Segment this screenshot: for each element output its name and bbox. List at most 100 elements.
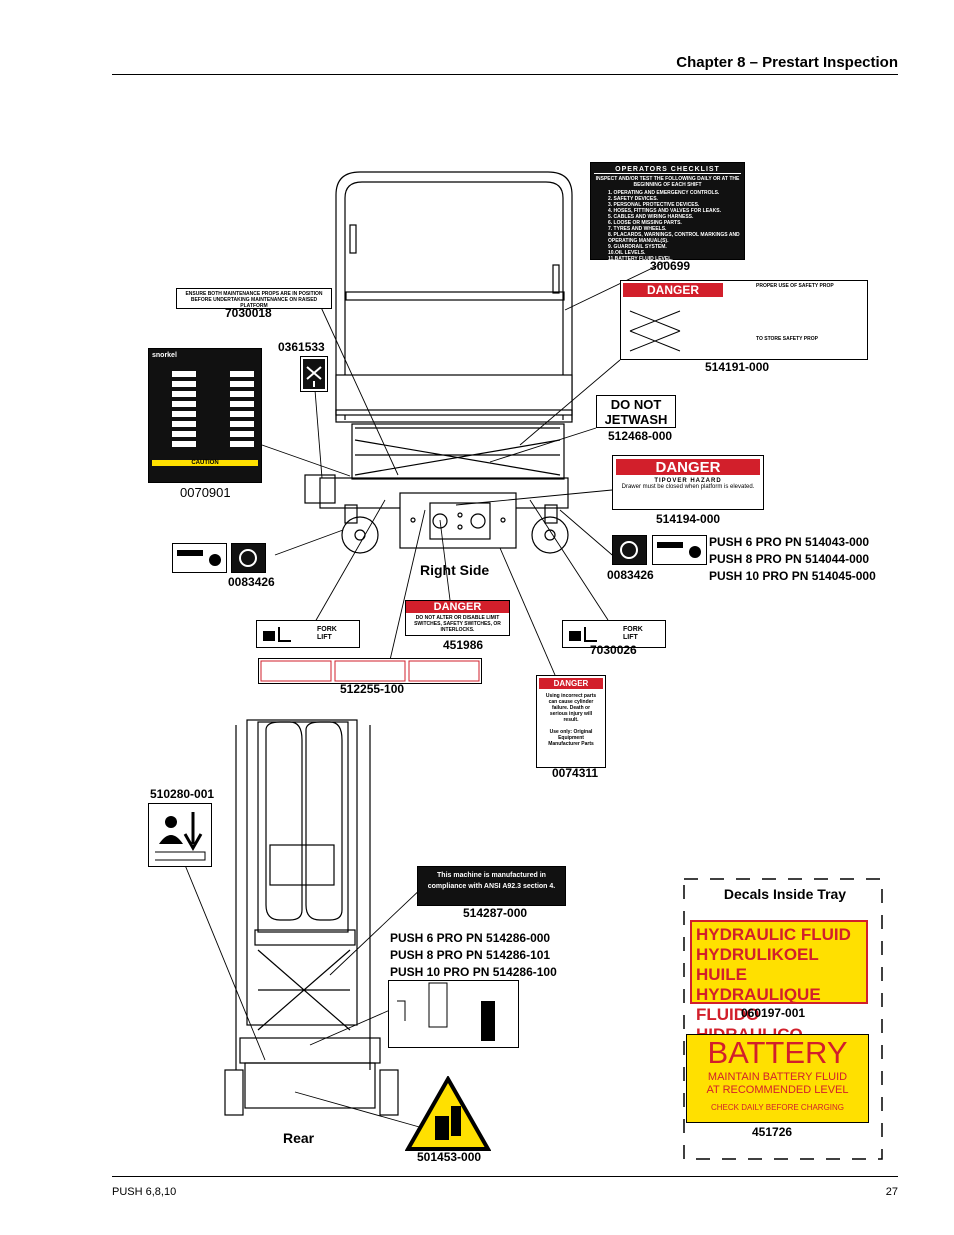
jetwash-line1: DO NOT [610,397,662,412]
wheel-warning-icon [620,541,638,559]
header-rule [112,74,898,75]
pn-514191-000: 514191-000 [705,360,770,374]
right-side-label: Right Side [420,562,490,578]
checklist-item: 6. LOOSE OR MISSING PARTS. [608,220,682,226]
serial-caution: CAUTION [152,460,258,466]
ratings-panels [260,660,480,682]
footer-rule [112,1176,898,1177]
rear-label: Rear [283,1130,315,1146]
pn-501453-000: 501453-000 [417,1150,482,1164]
parts-text-1: Using incorrect parts can cause cylinder… [545,693,597,723]
checklist-title: OPERATORS CHECKLIST [594,166,741,174]
pn-0361533: 0361533 [278,340,325,354]
pn-514194-000: 514194-000 [656,512,721,526]
pn-514287-000: 514287-000 [463,906,528,920]
tipover-title: TIPOVER HAZARD [654,478,722,484]
checklist-item: 8. PLACARDS, WARNINGS, CONTROL MARKINGS … [608,232,740,244]
tipover-danger: DANGER [616,459,760,476]
maintenance-props-text: ENSURE BOTH MAINTENANCE PROPS ARE IN POS… [185,291,323,309]
wheel-load-right-decal [652,535,707,565]
tray-label: Decals Inside Tray [723,886,847,902]
foot-crush-warning-icon [405,1076,491,1151]
wheel-load-right-icon-decal [612,535,647,565]
maintenance-props-decal: ENSURE BOTH MAINTENANCE PROPS ARE IN POS… [176,288,332,309]
checklist-item: 7. TYRES AND WHEELS. [608,226,667,232]
scissor-prop-illustration-icon [629,310,681,352]
pn-451986: 451986 [443,638,484,652]
tray-outline [683,878,883,1160]
fork-lift-right-text: FORK LIFT [623,626,643,641]
wheel-load-icon [657,542,701,558]
checklist-item: 4. HOSES, FITTINGS AND VALVES FOR LEAKS. [608,208,721,214]
battery-decal: BATTERY MAINTAIN BATTERY FLUID AT RECOMM… [686,1034,869,1123]
scissor-prop-icon [303,359,325,389]
parts-decal: DANGER Using incorrect parts can cause c… [536,675,606,768]
fork-lift-left-text: FORK LIFT [317,626,337,641]
wheel-load-pn-8: PUSH 8 PRO PN 514044-000 [709,552,870,566]
battery-title: BATTERY [707,1035,848,1070]
fork-lift-left-decal: FORK LIFT [256,620,360,648]
fork-lift-right-decal: FORK LIFT [562,620,666,648]
capacity-pn-8: PUSH 8 PRO PN 514286-101 [390,948,551,962]
checklist-subtitle: INSPECT AND/OR TEST THE FOLLOWING DAILY … [595,176,740,188]
checklist-item: 9. GUARDRAIL SYSTEM. [608,244,667,250]
wheel-load-pn-6: PUSH 6 PRO PN 514043-000 [709,535,870,549]
wheel-load-left-icon-decal [231,543,266,573]
capacity-decal [388,980,519,1048]
wheel-load-left-decal [172,543,227,573]
pn-300699: 300699 [650,259,691,273]
safety-prop-store: TO STORE SAFETY PROP [756,336,818,342]
limit-switch-decal: DANGER DO NOT ALTER OR DISABLE LIMIT SWI… [405,600,510,636]
battery-line-1: MAINTAIN BATTERY FLUID [707,1071,848,1083]
pn-0083426-left: 0083426 [228,575,275,589]
hydraulic-line-2: HYDRULIKOEL [696,945,819,964]
jetwash-line2: JETWASH [604,412,668,427]
pn-512255-100: 512255-100 [340,682,405,696]
wheel-load-icon [177,550,221,566]
capacity-pn-6: PUSH 6 PRO PN 514286-000 [390,931,551,945]
wheel-load-pn-list: PUSH 6 PRO PN 514043-000 PUSH 8 PRO PN 5… [709,534,876,585]
safety-prop-title: PROPER USE OF SAFETY PROP [756,283,834,289]
pn-0074311: 0074311 [552,766,599,780]
pn-451726: 451726 [752,1125,793,1139]
forklift-icon [569,627,597,642]
serial-plate-decal: snorkel CAUTION [148,348,262,483]
limit-switch-text: DO NOT ALTER OR DISABLE LIMIT SWITCHES, … [414,615,501,633]
capacity-pn-10: PUSH 10 PRO PN 514286-100 [390,965,557,979]
parts-danger: DANGER [539,678,603,689]
footer-page: 27 [885,1186,898,1198]
tipover-text: Drawer must be closed when platform is e… [621,484,755,490]
tipover-decal: DANGER TIPOVER HAZARD Drawer must be clo… [612,455,764,510]
serial-plate-fields [172,371,254,447]
ansi-decal: This machine is manufactured in complian… [417,866,566,906]
capacity-illustration-icon [397,982,495,1041]
checklist-item: 2. SAFETY DEVICES. [608,196,658,202]
checklist-item: 11.BATTERY FLUID LEVEL. [608,256,673,262]
checklist-items: 1. OPERATING AND EMERGENCY CONTROLS.2. S… [594,190,741,262]
pn-0070901: 0070901 [180,485,231,500]
battery-line-3: CHECK DAILY BEFORE CHARGING [710,1103,845,1112]
wheel-load-pn-10: PUSH 10 PRO PN 514045-000 [709,569,876,583]
footer-model: PUSH 6,8,10 [112,1186,177,1198]
ansi-text: This machine is manufactured in complian… [427,872,556,890]
pn-512468-000: 512468-000 [608,429,673,443]
checklist-item: 5. CABLES AND WIRING HARNESS. [608,214,694,220]
pn-7030018: 7030018 [225,306,272,320]
jetwash-decal: DO NOT JETWASH [596,395,676,428]
safety-prop-danger: DANGER [623,283,723,297]
battery-line-2: AT RECOMMENDED LEVEL [706,1084,849,1096]
serial-brand: snorkel [152,352,177,359]
ratings-decal [258,658,482,684]
pn-510280-001: 510280-001 [150,787,215,801]
operators-checklist-decal: OPERATORS CHECKLIST INSPECT AND/OR TEST … [590,162,745,262]
chapter-title: Chapter 8 – Prestart Inspection [676,54,898,71]
pn-060197-001: 060197-001 [741,1006,806,1020]
capacity-pn-list: PUSH 6 PRO PN 514286-000 PUSH 8 PRO PN 5… [390,930,557,981]
limit-switch-danger: DANGER [406,601,509,613]
wheel-warning-icon [239,549,257,567]
hydraulic-line-3: HUILE HYDRAULIQUE [696,965,821,1004]
checklist-item: 10.OIL LEVELS. [608,250,646,256]
hydraulic-fluid-decal: HYDRAULIC FLUID HYDRULIKOEL HUILE HYDRAU… [690,920,868,1044]
safety-prop-decal: DANGER PROPER USE OF SAFETY PROP TO STOR… [620,280,868,360]
